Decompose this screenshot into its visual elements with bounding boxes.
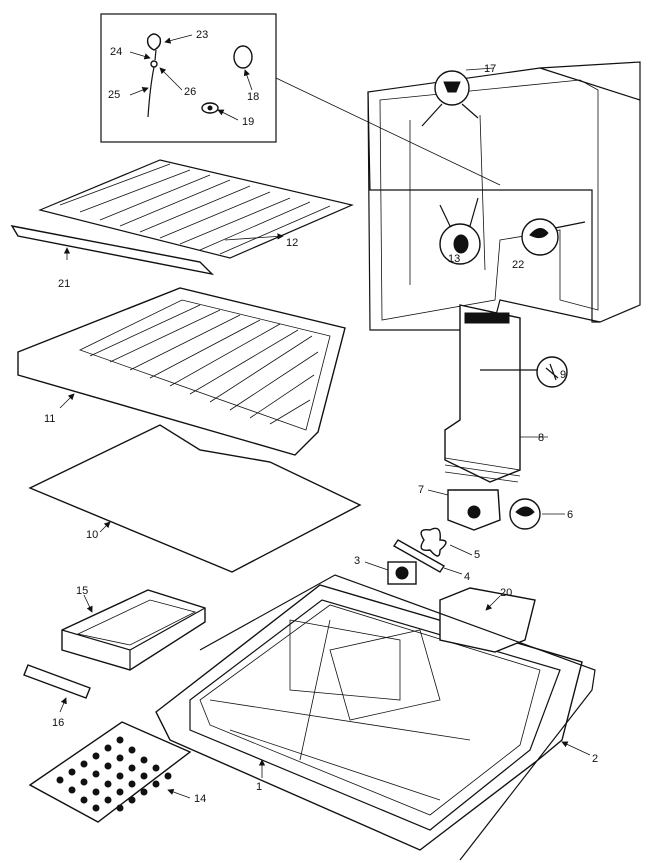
callout-23: 23	[196, 29, 208, 41]
shelf-trim: 21	[10, 225, 215, 290]
callout-25: 25	[108, 89, 120, 101]
callout-21: 21	[58, 278, 70, 290]
callout-18: 18	[247, 91, 259, 103]
callout-1: 1	[256, 781, 262, 793]
callout-13: 13	[448, 253, 460, 265]
callout-4: 4	[464, 571, 470, 583]
callout-26: 26	[184, 86, 196, 98]
callout-7: 7	[418, 484, 424, 496]
wire-shelf: 12	[38, 159, 354, 259]
callout-2: 2	[592, 753, 598, 765]
callout-12: 12	[286, 237, 298, 249]
callout-15: 15	[76, 585, 88, 597]
fan-assembly: 7 6 5 4 3	[354, 484, 573, 585]
cabinet: 17 13 22	[367, 61, 641, 331]
callout-8: 8	[538, 432, 544, 444]
ice-tray: 14	[28, 721, 206, 823]
glass-panel: 10	[28, 424, 362, 573]
air-duct: 8 9	[444, 304, 568, 483]
callout-24: 24	[110, 46, 122, 58]
pan-trim: 16	[23, 664, 91, 729]
callout-16: 16	[52, 717, 64, 729]
callout-5: 5	[474, 549, 480, 561]
callout-10: 10	[86, 529, 98, 541]
callout-3: 3	[354, 555, 360, 567]
callout-11: 11	[44, 413, 55, 425]
callout-22: 22	[512, 259, 524, 271]
callout-14: 14	[194, 793, 206, 805]
callout-9: 9	[560, 369, 566, 381]
freezer-liner: 20 1 2	[155, 574, 598, 861]
callout-20: 20	[500, 587, 512, 599]
crisper-cover-frame: 11	[17, 287, 346, 456]
crisper-pan: 15	[61, 585, 206, 671]
callout-17: 17	[484, 63, 496, 75]
callout-6: 6	[567, 509, 573, 521]
callout-19: 19	[242, 116, 254, 128]
inset-box: 23 24 25 26 18 19	[100, 13, 501, 186]
